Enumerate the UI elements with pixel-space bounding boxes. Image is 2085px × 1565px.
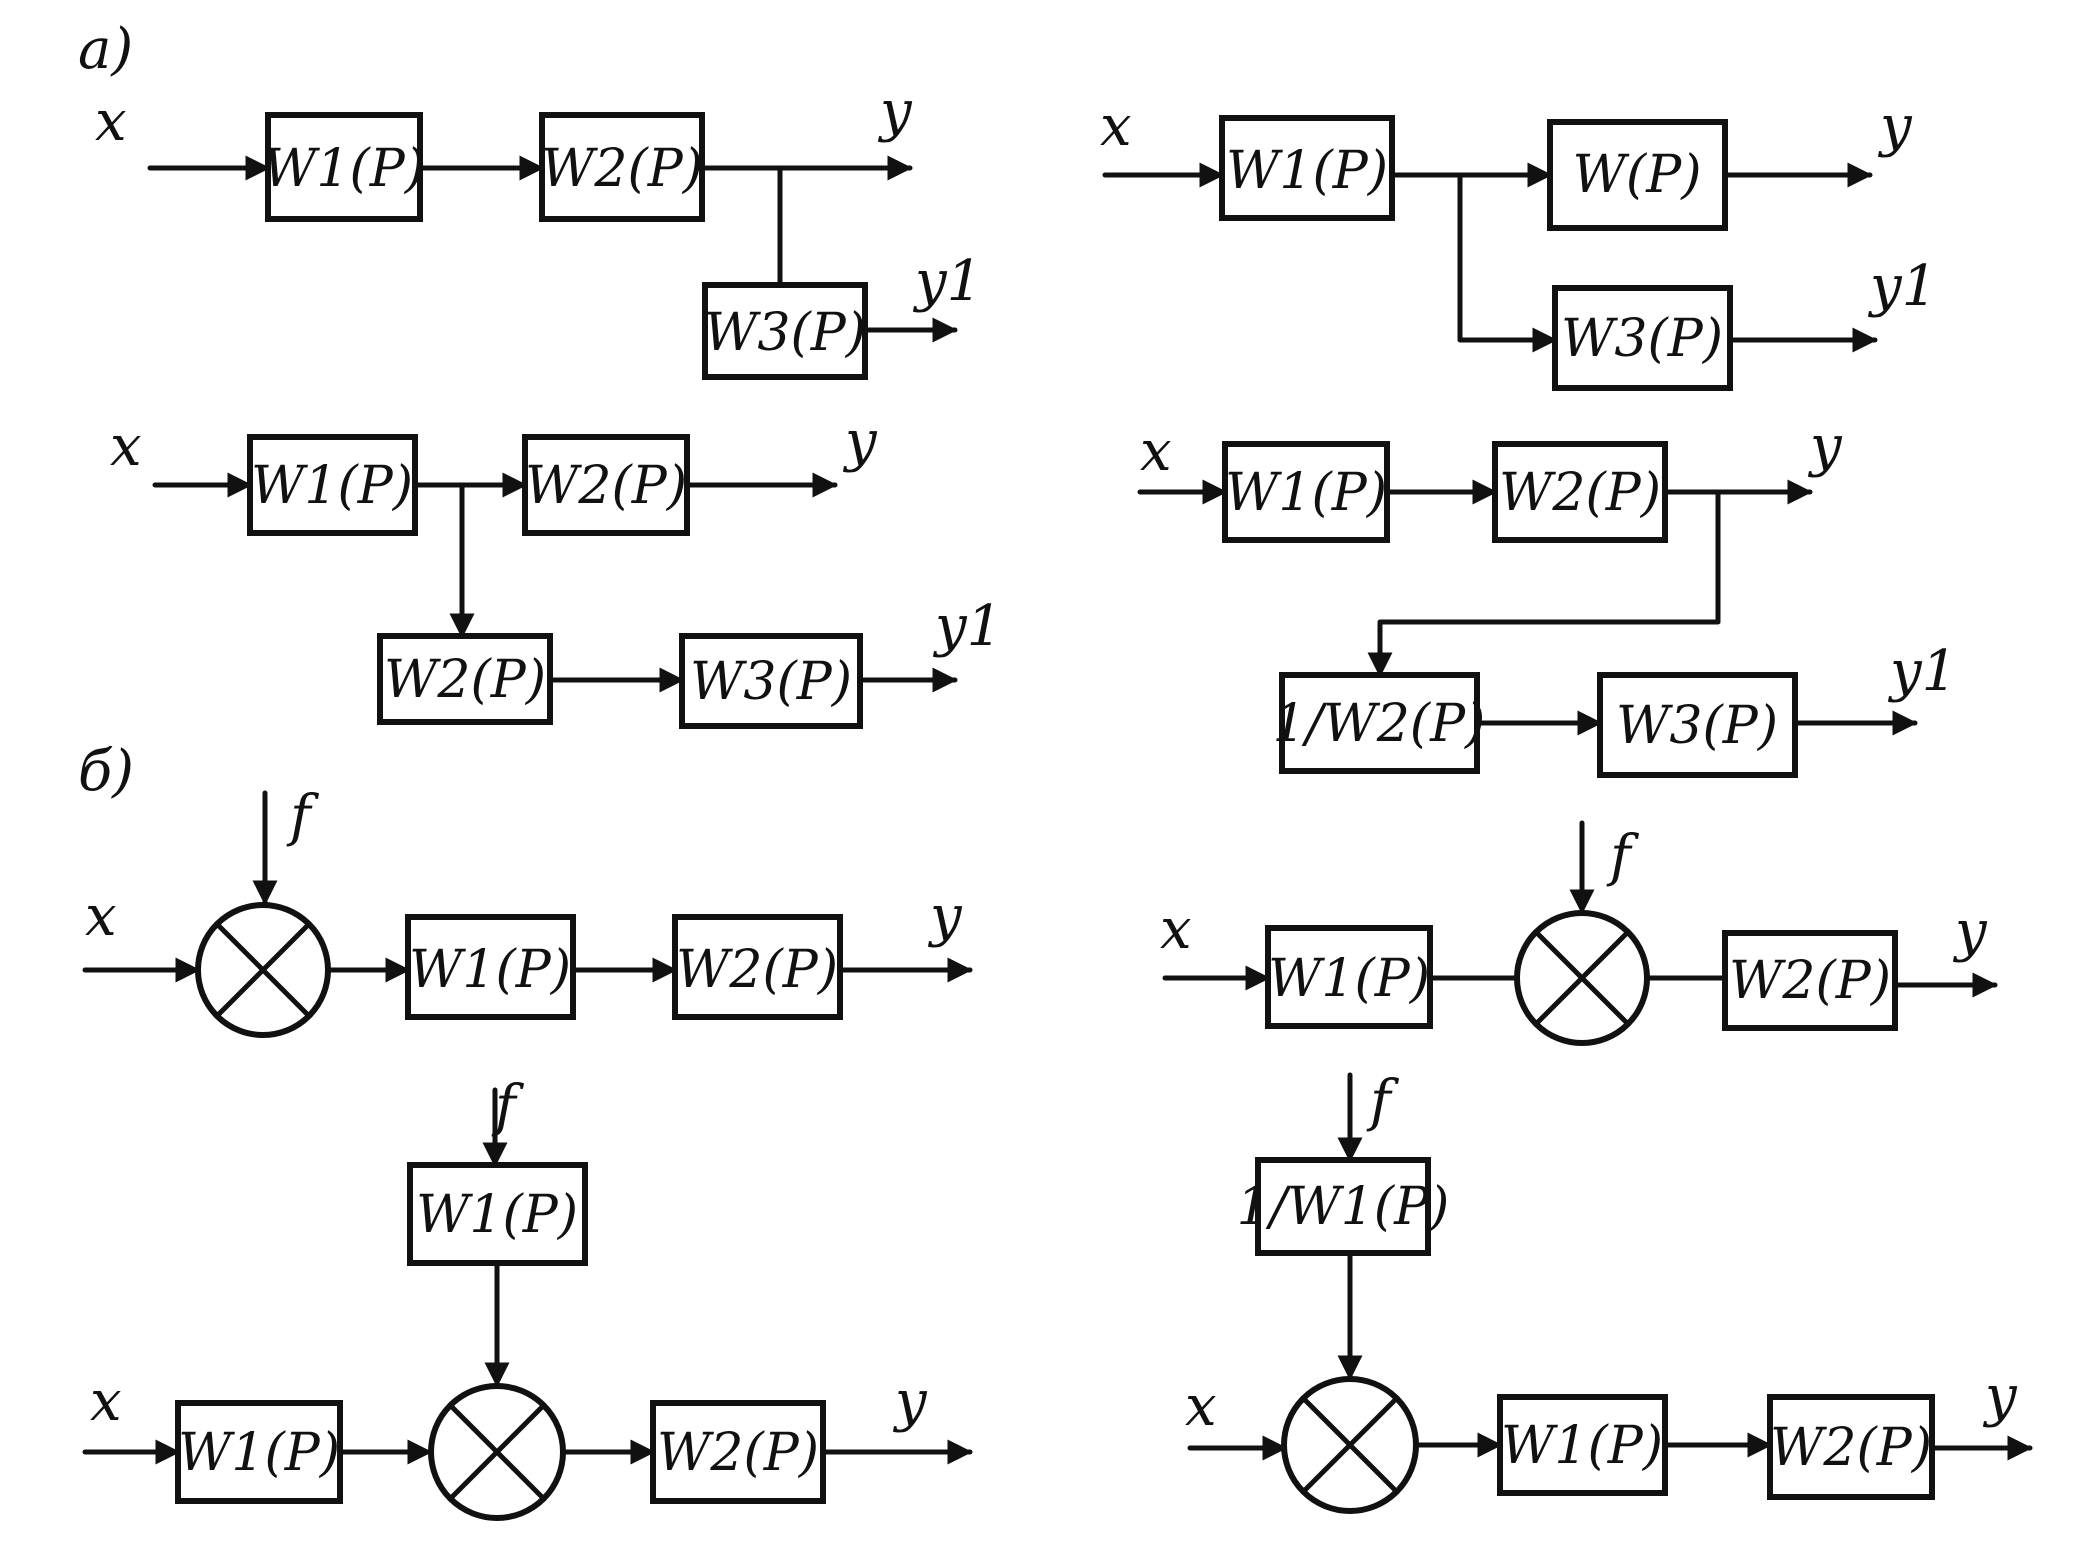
diagram-b4: f 1/W1(P) x W1(P) W2(P) y bbox=[1185, 1069, 2033, 1514]
input-x-label: x bbox=[1100, 94, 1132, 159]
diagram-a2: x W1(P) W(P) y W3(P) y1 bbox=[1100, 94, 1937, 391]
output-y-label: y bbox=[892, 1369, 928, 1434]
output-y1-label: y1 bbox=[912, 249, 982, 314]
output-y-label: y bbox=[1807, 414, 1843, 479]
block-w2-label: W2(P) bbox=[1729, 951, 1891, 1011]
output-y-label: y bbox=[1982, 1364, 2018, 1429]
disturbance-f-label: f bbox=[286, 784, 320, 849]
input-x-label: x bbox=[85, 884, 117, 949]
block-w3-label: W3(P) bbox=[1561, 309, 1723, 369]
output-y-label: y bbox=[927, 884, 963, 949]
block-w1 bbox=[247, 434, 418, 536]
block-w1-label: W1(P) bbox=[1226, 141, 1388, 201]
block-w2 bbox=[1722, 930, 1898, 1031]
summing-junction bbox=[1514, 910, 1650, 1046]
diagram-b2: x W1(P) f W2(P) y bbox=[1160, 820, 1998, 1046]
block-w2 bbox=[650, 1400, 826, 1504]
block-w1-label: W1(P) bbox=[1268, 949, 1430, 1009]
summing-junction bbox=[195, 902, 331, 1038]
section-b-label: б) bbox=[78, 739, 134, 804]
input-x-label: x bbox=[1140, 419, 1172, 484]
block-w3 bbox=[702, 282, 868, 380]
input-x-label: x bbox=[1185, 1374, 1217, 1439]
output-y1-label: y1 bbox=[1887, 639, 1957, 704]
input-x-label: x bbox=[95, 89, 127, 154]
block-w2-label: W2(P) bbox=[657, 1423, 819, 1483]
block-inv-w2-label: 1/W2(P) bbox=[1273, 694, 1486, 754]
block-w1-top-label: W1(P) bbox=[416, 1185, 578, 1245]
block-inv-w1 bbox=[1255, 1157, 1431, 1256]
input-x-label: x bbox=[110, 414, 142, 479]
block-w1 bbox=[405, 914, 576, 1020]
block-w2-label: W2(P) bbox=[1770, 1418, 1932, 1478]
summing-junction bbox=[1281, 1376, 1419, 1514]
branch-line bbox=[1457, 172, 1558, 353]
block-w3-label: W3(P) bbox=[1616, 696, 1778, 756]
block-w3-label: W3(P) bbox=[690, 652, 852, 712]
block-w1-label: W1(P) bbox=[1225, 463, 1387, 523]
block-w1-label: W1(P) bbox=[1501, 1416, 1663, 1476]
block-inv-w1-label: 1/W1(P) bbox=[1237, 1177, 1450, 1237]
output-y-label: y bbox=[1952, 899, 1988, 964]
input-x-label: x bbox=[90, 1369, 122, 1434]
block-w1-top bbox=[407, 1162, 588, 1266]
output-y-label: y bbox=[877, 79, 913, 144]
block-w1 bbox=[175, 1400, 343, 1504]
block-w2-label: W2(P) bbox=[1499, 463, 1661, 523]
block-w3 bbox=[1552, 285, 1733, 391]
output-y1-label: y1 bbox=[932, 594, 1002, 659]
block-w1-label: W1(P) bbox=[263, 139, 425, 199]
input-x-label: x bbox=[1160, 897, 1192, 962]
block-w3-label: W3(P) bbox=[704, 303, 866, 363]
block-w2-label: W2(P) bbox=[541, 139, 703, 199]
block-w2-branch bbox=[377, 633, 553, 725]
block-w2-label: W2(P) bbox=[525, 456, 687, 516]
disturbance-f-label: f bbox=[1366, 1069, 1400, 1134]
block-w1-label: W1(P) bbox=[178, 1423, 340, 1483]
block-w3 bbox=[1597, 672, 1798, 778]
block-w1 bbox=[1219, 115, 1395, 221]
block-w2-branch-label: W2(P) bbox=[384, 650, 546, 710]
block-w1 bbox=[1497, 1394, 1668, 1496]
branch-line bbox=[1367, 489, 1721, 678]
block-w bbox=[1547, 119, 1728, 231]
block-w-label: W(P) bbox=[1572, 145, 1701, 205]
block-w1 bbox=[1222, 441, 1390, 543]
block-w2 bbox=[672, 914, 843, 1020]
disturbance-f-label: f bbox=[1606, 824, 1640, 889]
output-y-label: y bbox=[842, 409, 878, 474]
block-w1-label: W1(P) bbox=[251, 456, 413, 516]
diagram-a4: x W1(P) W2(P) y 1/W2(P) W3(P) y1 bbox=[1137, 414, 1957, 778]
diagram-a1: x W1(P) W2(P) y W3(P) y1 bbox=[95, 79, 982, 380]
block-w2-label: W2(P) bbox=[676, 940, 838, 1000]
block-w1 bbox=[1265, 925, 1433, 1029]
diagram-a3: x W1(P) W2(P) y W2(P) W3(P) y1 bbox=[110, 409, 1002, 729]
block-w1-label: W1(P) bbox=[409, 940, 571, 1000]
diagram-b3: f W1(P) x W1(P) W2(P) y bbox=[82, 1074, 973, 1521]
summing-junction bbox=[428, 1383, 566, 1521]
diagram-b1: x f W1(P) W2(P) y bbox=[82, 784, 973, 1038]
section-a-label: a) bbox=[78, 17, 133, 82]
output-y-label: y bbox=[1877, 94, 1913, 159]
output-y1-label: y1 bbox=[1867, 254, 1937, 319]
